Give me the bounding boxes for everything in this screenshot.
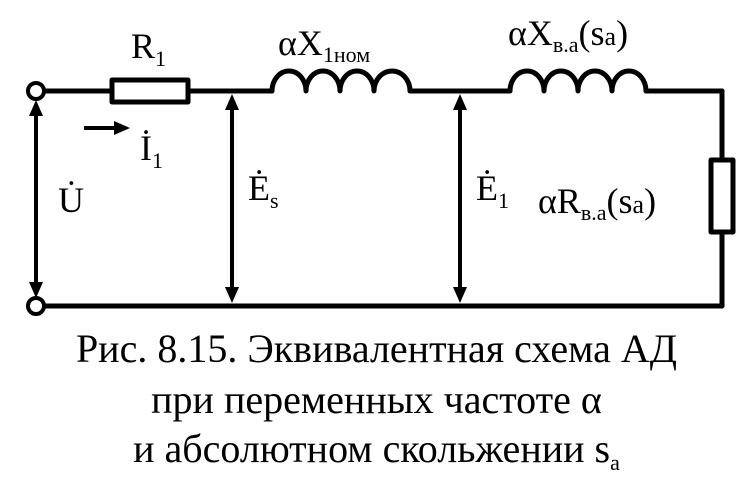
figure-caption-line-3: и абсолютном скольжении sa xyxy=(0,426,753,486)
figure-caption-line-2: при переменных частоте α xyxy=(151,377,602,422)
u-arrow-head-up xyxy=(29,100,43,116)
label-u: U̇ xyxy=(58,180,84,220)
resistor-r1 xyxy=(109,77,191,105)
caption-line-3-text: и абсолютном скольжении s xyxy=(133,426,611,471)
es-arrow-head-up xyxy=(225,94,239,110)
label-r1: R1 xyxy=(131,26,166,71)
label-es: Ės xyxy=(248,168,279,213)
resistor-rva xyxy=(708,157,736,235)
figure-caption-line-1: Рис. 8.15. Эквивалентная схема АД xyxy=(75,326,678,371)
e1-arrow-head-down xyxy=(453,287,467,303)
inductor-x1nom xyxy=(269,68,413,94)
inductor-xva xyxy=(507,68,649,94)
label-rva: αRв.а(sa) xyxy=(538,181,656,225)
i1-arrow-head xyxy=(114,121,130,135)
e1-arrow-head-up xyxy=(453,94,467,110)
input-terminal-bottom xyxy=(26,296,46,316)
es-arrow-head-down xyxy=(225,287,239,303)
label-x1nom: αX1ном xyxy=(278,23,370,67)
label-i1: İ1 xyxy=(140,128,163,173)
label-xva: αXв.а(sa) xyxy=(508,13,628,57)
label-e1: Ė1 xyxy=(476,168,509,213)
input-terminal-top xyxy=(26,81,46,101)
caption-line-3-subscript: a xyxy=(610,450,620,475)
u-arrow-head-down xyxy=(29,282,43,298)
